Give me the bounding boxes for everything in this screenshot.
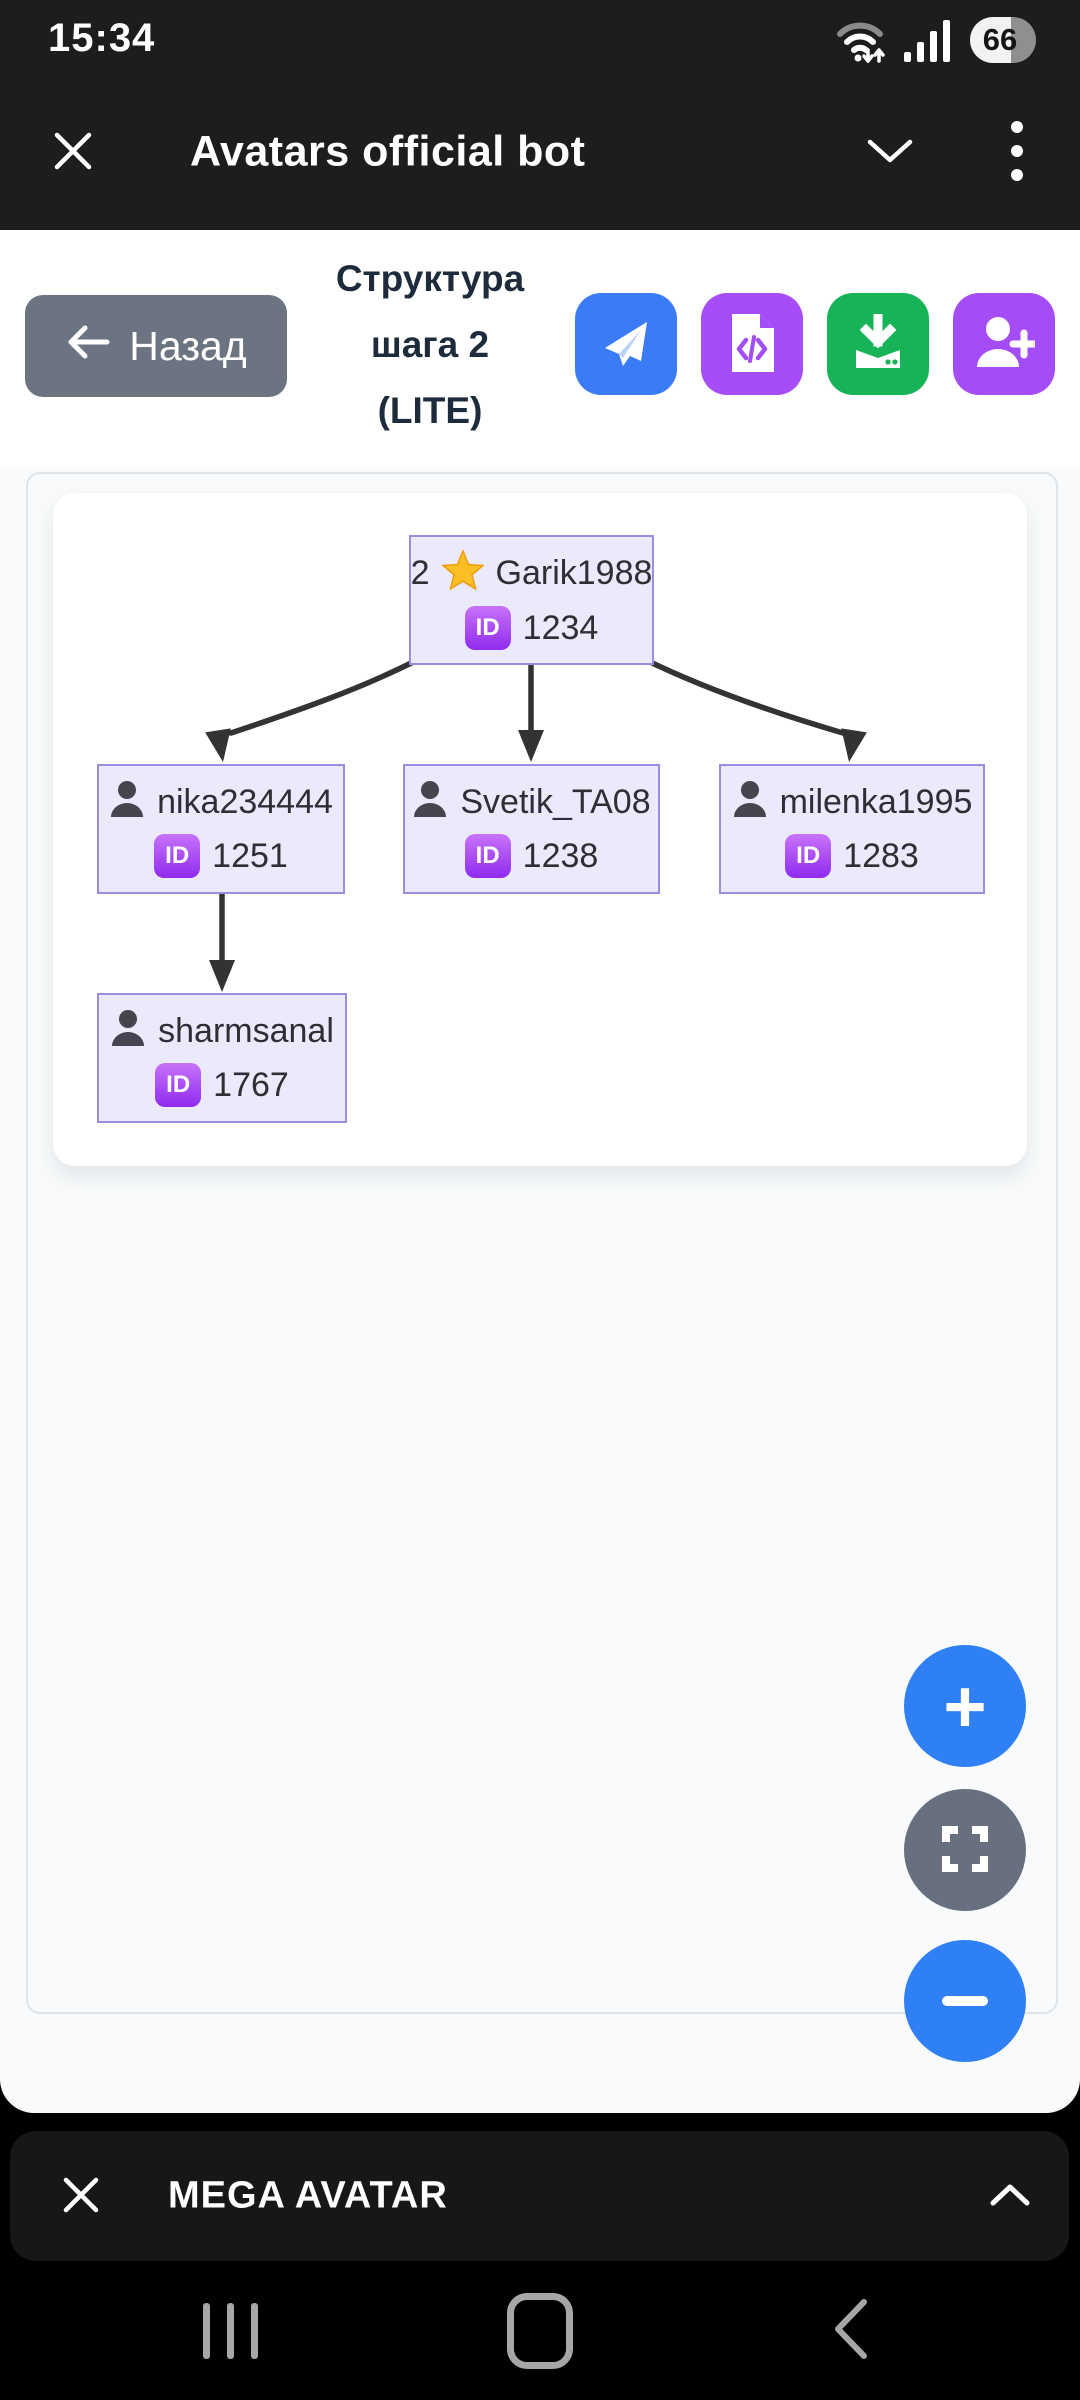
collapse-webapp-button[interactable] [855,117,925,187]
id-badge: ID [464,834,511,878]
battery-icon: 66 [970,17,1036,63]
plus-icon: + [943,1664,987,1748]
close-sheet-button[interactable] [46,2161,116,2231]
person-icon [412,780,448,824]
signal-icon [902,12,956,69]
close-icon [49,127,97,178]
paper-plane-icon [597,314,655,375]
chevron-up-icon [988,2182,1032,2211]
node-username: milenka1995 [779,783,973,821]
back-button[interactable]: Назад [25,295,287,397]
home-button[interactable] [495,2286,585,2376]
tree-node[interactable]: sharmsanal ID 1767 [97,993,347,1123]
tree-node[interactable]: nika234444 ID 1251 [97,764,345,894]
download-button[interactable] [827,293,929,395]
tree-node-root[interactable]: 2 Garik1988 ID 1234 [409,535,654,665]
tree-connectors [205,656,867,992]
menu-button[interactable] [982,117,1052,187]
tree-card: 2 Garik1988 ID 1234 [53,493,1027,1166]
bottom-sheet-bar[interactable]: MEGA AVATAR [10,2131,1069,2261]
node-username: sharmsanal [158,1012,334,1050]
webapp-content[interactable]: 2 Garik1988 ID 1234 [0,467,1080,2113]
fullscreen-button[interactable] [904,1789,1026,1911]
person-icon [732,780,768,824]
node-id-value: 1283 [843,837,919,875]
file-code-icon [726,312,778,377]
id-badge: ID [155,1063,202,1107]
download-icon [850,313,906,375]
fullscreen-icon [942,1825,988,1875]
wifi-icon [832,10,888,71]
bot-title: Avatars official bot [190,127,586,176]
send-button[interactable] [575,293,677,395]
recents-icon [202,2302,258,2359]
expand-sheet-button[interactable] [975,2161,1045,2231]
tree-node[interactable]: Svetik_TA08 ID 1238 [403,764,660,894]
top-dark-area: 15:34 [0,0,1080,230]
person-icon [110,1009,146,1053]
node-id-value: 1234 [522,609,599,647]
back-icon [831,2297,869,2364]
node-id-value: 1238 [522,837,599,875]
node-id-value: 1251 [212,837,288,875]
page-toolbar: Назад Структура шага 2 (LITE) [0,230,1080,469]
status-icons: 66 [832,14,1036,66]
status-bar: 15:34 [0,0,1080,74]
status-clock: 15:34 [48,16,156,60]
id-badge: ID [154,834,201,878]
node-username: Garik1988 [495,554,653,592]
add-user-icon [973,315,1039,374]
page-title: Структура шага 2 (LITE) [310,246,550,444]
page-title-line: (LITE) [377,390,483,431]
chevron-down-icon [865,137,915,168]
close-webapp-button[interactable] [38,117,108,187]
home-icon [507,2292,573,2369]
minus-icon [942,1996,988,2006]
person-icon [109,780,145,824]
id-badge: ID [785,834,832,878]
back-nav-button[interactable] [805,2286,895,2376]
telegram-header: Avatars official bot [0,74,1080,230]
node-level: 2 [410,554,430,592]
recents-button[interactable] [185,2286,275,2376]
page-title-line: Структура [335,258,525,299]
zoom-out-button[interactable] [904,1940,1026,2062]
add-user-button[interactable] [953,293,1055,395]
more-menu-icon [1010,120,1024,185]
zoom-in-button[interactable]: + [904,1645,1026,1767]
id-badge: ID [464,606,511,650]
close-icon [58,2172,104,2221]
export-code-button[interactable] [701,293,803,395]
tree-node[interactable]: milenka1995 ID 1283 [719,764,985,894]
node-username: Svetik_TA08 [460,783,651,821]
arrow-left-icon [65,323,111,370]
back-button-label: Назад [129,322,247,369]
android-nav-bar [0,2261,1080,2400]
node-id-value: 1767 [213,1066,289,1104]
battery-percent: 66 [982,22,1018,57]
star-icon [440,549,485,596]
node-username: nika234444 [157,783,333,821]
bottom-sheet-title: MEGA AVATAR [168,2174,448,2217]
page-title-line: шага 2 [370,324,490,365]
